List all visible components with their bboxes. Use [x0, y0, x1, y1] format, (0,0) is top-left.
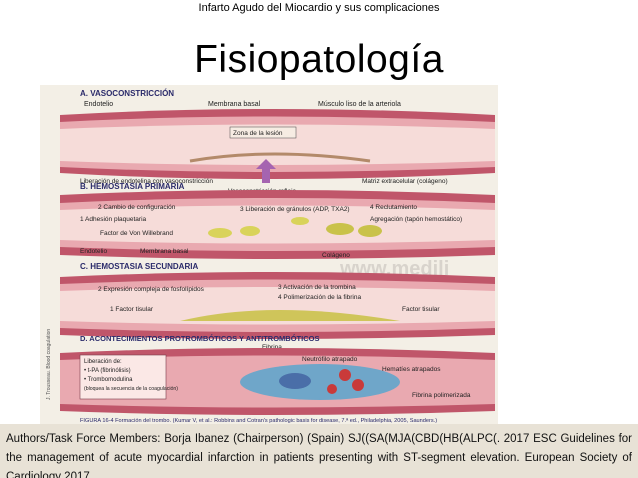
label-b-liberacion: 3 Liberación de gránulos (ADP, TXA2): [240, 206, 350, 213]
platelet-3: [326, 223, 354, 235]
fibrin-clot-c: [180, 310, 400, 321]
label-d-neutrofilo: Neutrófilo atrapado: [302, 356, 358, 363]
label-a-matriz: Matriz extracelular (colágeno): [362, 178, 448, 185]
vessel-a-lumen: [60, 124, 495, 165]
trapped-neutrophil: [279, 373, 311, 389]
label-a-musculo: Músculo liso de la arteriola: [318, 101, 401, 108]
label-a-membrana: Membrana basal: [208, 101, 261, 108]
citation-text: Authors/Task Force Members: Borja Ibanez…: [0, 424, 638, 478]
figure-side-text: J. Trousseau. Blood coagulation: [46, 329, 52, 400]
figure-illustration: J. Trousseau. Blood coagulation A. VASOC…: [46, 89, 495, 424]
vasoconstriction-arrow: [256, 159, 276, 183]
label-c-factor-2: Factor tisular: [402, 306, 440, 313]
label-c-fibrina: Fibrina: [262, 344, 282, 351]
label-a-zona: Zona de la lesión: [233, 130, 283, 137]
label-b-endotelio: Endotelio: [80, 248, 107, 255]
label-c-polimerizacion: 4 Polimerización de la fibrina: [278, 294, 361, 301]
figure-caption: FIGURA 16-4 Formación del trombo. (Kumar…: [80, 417, 437, 424]
label-b-reclutamiento: 4 Reclutamiento: [370, 204, 417, 211]
label-b-adhesion: 1 Adhesión plaquetaria: [80, 216, 147, 223]
platelet-4: [358, 225, 382, 237]
thrombus-formation-figure: J. Trousseau. Blood coagulation A. VASOC…: [40, 85, 498, 425]
platelet-1: [208, 228, 232, 238]
section-b-heading: B. HEMOSTASIA PRIMARIA: [80, 182, 185, 191]
platelet-2: [240, 226, 260, 236]
trapped-rbc-1: [339, 369, 351, 381]
label-b-agregacion: Agregación (tapón hemostático): [370, 216, 462, 223]
section-c-heading: C. HEMOSTASIA SECUNDARIA: [80, 262, 198, 271]
label-d-fibrina: Fibrina polimerizada: [412, 392, 471, 399]
label-a-endotelina: Liberación de endotelina con vasoconstri…: [80, 178, 213, 185]
vessel-a-lesion: [189, 152, 371, 163]
label-b-colageno: Colágeno: [322, 252, 350, 259]
label-b-membrana: Membrana basal: [140, 248, 189, 255]
trapped-rbc-2: [352, 379, 364, 391]
label-d-trombomodulina: • Trombomodulina: [84, 377, 133, 383]
label-b-cambio: 2 Cambio de configuración: [98, 204, 176, 211]
section-a-heading: A. VASOCONSTRICCIÓN: [80, 89, 174, 98]
label-d-tpa: • t-PA (fibrinólisis): [84, 368, 131, 374]
label-c-activacion: 3 Activación de la trombina: [278, 284, 356, 291]
label-a-endotelio: Endotelio: [84, 101, 113, 108]
platelet-5: [291, 217, 309, 225]
lesion-zone-box: [229, 126, 297, 139]
vessel-b-lumen: [60, 205, 495, 244]
label-d-liberacion: Liberación de:: [84, 359, 122, 365]
trapped-rbc-3: [327, 384, 337, 394]
label-c-factor-1: 1 Factor tisular: [110, 306, 154, 313]
label-c-expresion: 2 Expresión compleja de fosfolípidos: [98, 286, 205, 293]
label-b-factor: Factor de Von Willebrand: [100, 230, 173, 237]
label-d-bloquea: (bloquea la secuencia de la coagulación): [84, 386, 178, 392]
thrombus-mass: [240, 364, 400, 400]
label-d-hematies: Hematíes atrapados: [382, 366, 441, 373]
release-box: [79, 354, 167, 400]
slide-title: Fisiopatología: [194, 38, 444, 81]
vessel-c-lumen: [60, 287, 495, 325]
header-text: Infarto Agudo del Miocardio y sus compli…: [198, 0, 440, 20]
section-d-heading: D. ACONTECIMIENTOS PROTROMBÓTICOS Y ANTI…: [80, 334, 319, 343]
